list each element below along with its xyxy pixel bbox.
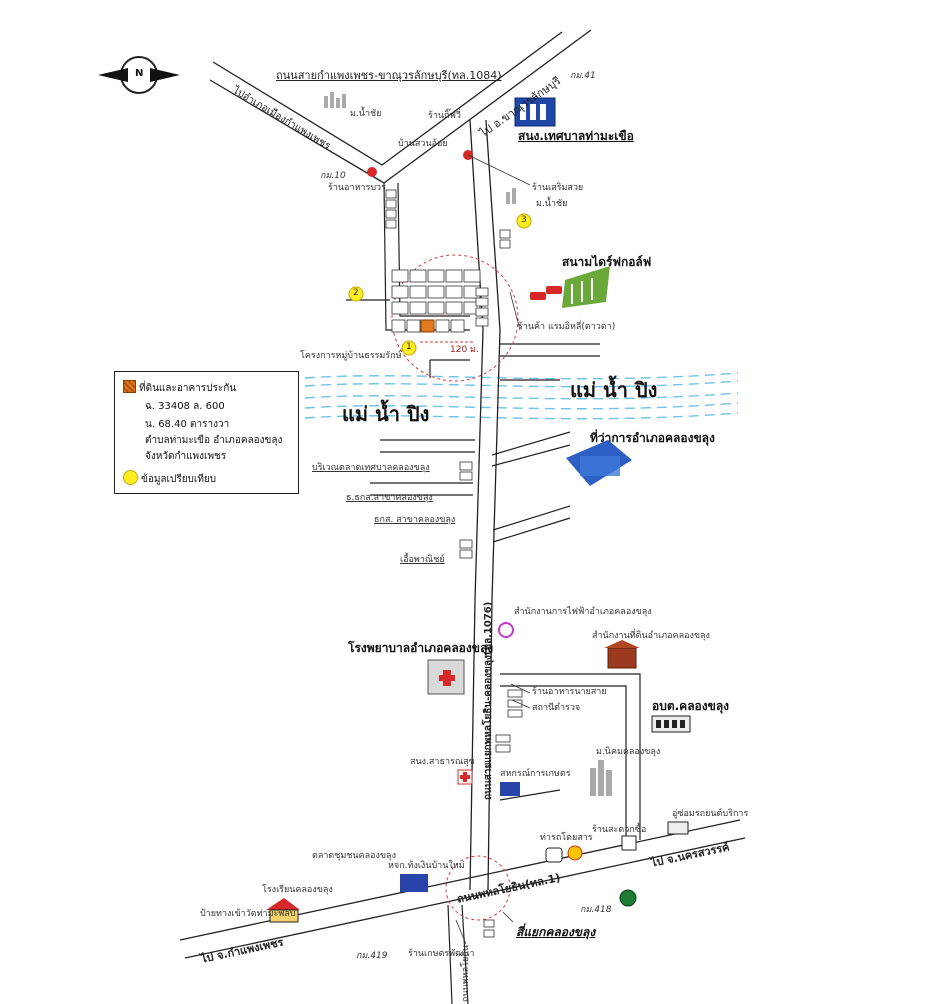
- sign-left-label: ป้ายทางเข้าวัดท่ามะพลับ: [200, 909, 296, 919]
- marker-1-label: 1: [406, 342, 412, 352]
- garage-label: อู่ซ่อมรถยนต์บริการ: [672, 809, 749, 819]
- health-label: สนง.สาธารณสุข: [410, 757, 475, 767]
- shell-icon: [567, 845, 583, 861]
- village-top-label: ม.น้ำชัย: [350, 109, 382, 119]
- road-1084-label: ถนนสายกำแพงเพชร-ขาณุวรลักษบุรี(ทล.1084): [276, 69, 502, 82]
- legend-subject: ที่ดินและอาคารประกัน: [123, 380, 236, 394]
- district-office-label: ที่ว่าการอำเภอคลองขลุง: [590, 431, 715, 445]
- bank2-label: ธกส. สาขาคลองขลุง: [374, 515, 456, 525]
- intersection-label: สี่แยกคลองขลุง: [516, 925, 596, 939]
- shop-icon: [400, 874, 428, 892]
- legend-compare-text: ข้อมูลเปรียบเทียบ: [141, 474, 217, 485]
- bottom-shop-label: ร้านเกษตรพัฒนา: [408, 949, 475, 959]
- village-mid-label: ม.น้ำชัย: [536, 199, 568, 209]
- legend-box: ที่ดินและอาคารประกัน ฉ. 33408 ล. 600 น. …: [114, 371, 299, 494]
- marker-3: [516, 213, 532, 229]
- hospital-label: โรงพยาบาลอำเภอคลองขลุง: [348, 641, 494, 655]
- compare-dot-icon: [123, 470, 138, 485]
- legend-deed: ฉ. 33408 ล. 600: [145, 401, 225, 412]
- km419-label: กม.419: [356, 951, 388, 961]
- land-office-label: สำนักงานที่ดินอำเภอคลองขลุง: [592, 631, 710, 641]
- km10-label: กม.10: [320, 171, 346, 181]
- sao-building-icon: [651, 715, 691, 733]
- km41-label: กม.41: [570, 71, 596, 81]
- legend-subject-text: ที่ดินและอาคารประกัน: [139, 383, 237, 394]
- shop-a-label: ร้านอาหารนายสาย: [532, 687, 607, 697]
- row-blocks: [385, 189, 523, 938]
- subject-parcel: [420, 319, 435, 333]
- coop-label: สหกรณ์การเกษตร: [500, 769, 571, 779]
- compass-icon: [98, 56, 180, 94]
- garage-icon: [667, 821, 689, 835]
- house-top-label: บ้านสวนอ้อย: [398, 139, 448, 149]
- legend-compare: ข้อมูลเปรียบเทียบ: [123, 470, 216, 485]
- shop-small-label: ร้านเสริมสวย: [532, 183, 584, 193]
- municipal-building-icon: [514, 97, 556, 127]
- road-1076-label: ถนนสายแยกพหลโยธิน-คลองขลุง(ทล.1076): [483, 601, 494, 800]
- marker-1: [401, 340, 417, 356]
- land-office-icon: [604, 640, 640, 669]
- legend-location2: จังหวัดกำแพงเพชร: [145, 451, 227, 462]
- side-roads: [346, 182, 641, 846]
- municipal-label: สนง.เทศบาลท่ามะเขือ: [518, 129, 634, 143]
- elec-label: สำนักงานการไฟฟ้าอำเภอคลองขลุง: [514, 607, 652, 617]
- shop-top-label: ร้านกิ๊ฟวี่: [428, 111, 461, 121]
- health-cross-icon: [457, 769, 473, 785]
- market2-label: ตลาดชุมชนคลองขลุง: [312, 851, 396, 861]
- intersection-circle: [445, 855, 511, 921]
- phahonyothin-bottom-label: ถนนพหลโยธิน: [461, 945, 471, 1002]
- pointer-lines: [455, 154, 531, 945]
- marker-3-label: 3: [521, 215, 527, 225]
- river-label-right: แม่ น้ำ ปิง: [570, 378, 658, 402]
- station-icon: [621, 835, 637, 851]
- bus-label: ท่ารถโดยสาร: [540, 833, 593, 843]
- shop-c-label: หจก.ท้งเงินบ้านใหม่: [388, 861, 465, 871]
- gas-label: ร้านสะดวกซื้อ: [592, 825, 647, 835]
- subject-radius-circle: [391, 254, 519, 382]
- km418-label: กม.418: [580, 905, 612, 915]
- hospital-icon: [427, 659, 465, 695]
- gov-icon: [619, 889, 637, 907]
- school-label: โรงเรียนคลองขลุง: [262, 885, 333, 895]
- legend-area: น. 68.40 ตารางวา: [145, 419, 230, 430]
- coop-icon: [500, 782, 520, 796]
- shop-b-label: สถานีตำรวจ: [532, 703, 581, 713]
- road-bottom-stub: [447, 904, 469, 1004]
- river-label-left: แม่ น้ำ ปิง: [342, 402, 430, 426]
- station-left-label: ร้านอาหารบวร: [328, 183, 386, 193]
- subject-swatch: [123, 380, 136, 393]
- distance-label: 120 ม.: [450, 345, 479, 355]
- marker-2: [348, 286, 364, 302]
- shop-mid-label: ร้านค้า แรมอิหลี่(ตาวดา): [518, 322, 616, 332]
- school-icon: [266, 898, 300, 923]
- bank1-label: ธ.ธกส.สาขาคลองขลุง: [346, 493, 433, 503]
- shop-bank-label: เอื้อพาณิชย์: [400, 555, 445, 565]
- marker-2-label: 2: [353, 288, 359, 298]
- district-office-icon: [566, 440, 632, 486]
- compass-letter: N: [135, 68, 144, 79]
- golf-label: สนามไดร์ฟกอล์ฟ: [562, 255, 652, 269]
- village-b-label: ม.นิคมคลองขลุง: [596, 747, 661, 757]
- project-label: โครงการหมู่บ้านธรรมรักษ์: [300, 351, 402, 361]
- market-label: บริเวณตลาดเทศบาลคลองขลุง: [312, 463, 430, 473]
- skyline-icon: [324, 92, 612, 796]
- sao-label: อบต.คลองขลุง: [652, 699, 730, 713]
- elec-icon: [498, 622, 514, 638]
- golf-range-icon: [562, 266, 610, 308]
- car-icon: [530, 286, 562, 300]
- parcel-grid: [391, 269, 481, 333]
- bus-icon: [545, 847, 563, 863]
- legend-location1: ตำบลท่ามะเขือ อำเภอคลองขลุง: [145, 435, 283, 446]
- red-dot-icon: [367, 150, 473, 177]
